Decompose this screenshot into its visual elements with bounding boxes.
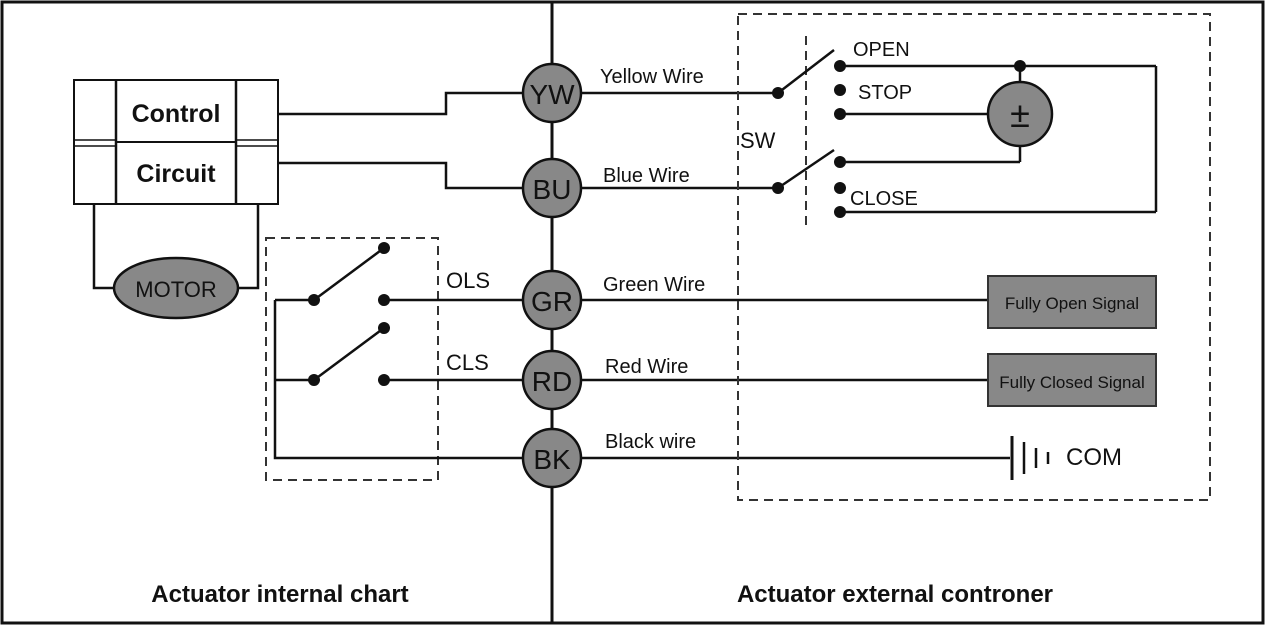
yellow-wire-label: Yellow Wire [600, 66, 704, 88]
terminal-gr-code: GR [531, 286, 573, 317]
terminal-yw: YW [521, 62, 583, 124]
stop-label: STOP [858, 82, 912, 104]
red-wire-label: Red Wire [605, 356, 688, 378]
common-return-line [273, 300, 526, 460]
fully-open-signal-label: Fully Open Signal [1005, 294, 1139, 313]
selector-switch: SW OPEN STOP CLOSE [740, 36, 918, 226]
com-label: COM [1066, 444, 1122, 471]
blue-feed-line [278, 161, 526, 190]
ground-symbol: COM [1010, 436, 1122, 480]
power-source: ± [986, 80, 1054, 148]
limit-switch-box [265, 237, 439, 481]
fully-closed-signal-label: Fully Closed Signal [999, 373, 1145, 392]
blue-wire-label: Blue Wire [603, 165, 690, 187]
black-wire-label: Black wire [605, 431, 696, 453]
yellow-feed-line [278, 91, 526, 116]
ols-label: OLS [446, 268, 490, 293]
terminal-bu-code: BU [533, 174, 572, 205]
terminal-bk: BK [521, 427, 583, 489]
fully-closed-signal-box: Fully Closed Signal [987, 353, 1157, 407]
open-label: OPEN [853, 39, 910, 61]
terminal-gr: GR [521, 269, 583, 331]
terminal-bk-code: BK [533, 444, 571, 475]
control-circuit-block: Control Circuit [73, 79, 279, 205]
green-wire-label: Green Wire [603, 274, 705, 296]
power-symbol: ± [1010, 94, 1030, 135]
terminal-yw-code: YW [529, 79, 575, 110]
sw-label: SW [740, 128, 776, 153]
external-section-caption: Actuator external controner [737, 581, 1053, 608]
motor: MOTOR [92, 204, 260, 320]
control-label: Control [132, 100, 221, 128]
cls-switch: CLS [275, 322, 526, 386]
internal-section-caption: Actuator internal chart [151, 581, 408, 608]
terminal-rd-code: RD [532, 366, 572, 397]
terminal-bu: BU [521, 157, 583, 219]
terminal-rd: RD [521, 349, 583, 411]
fully-open-signal-box: Fully Open Signal [987, 275, 1157, 329]
cls-label: CLS [446, 350, 489, 375]
motor-label: MOTOR [135, 277, 216, 302]
circuit-label: Circuit [136, 160, 216, 188]
close-label: CLOSE [850, 188, 918, 210]
ols-switch: OLS [275, 242, 526, 306]
external-controller-box [737, 13, 1211, 501]
